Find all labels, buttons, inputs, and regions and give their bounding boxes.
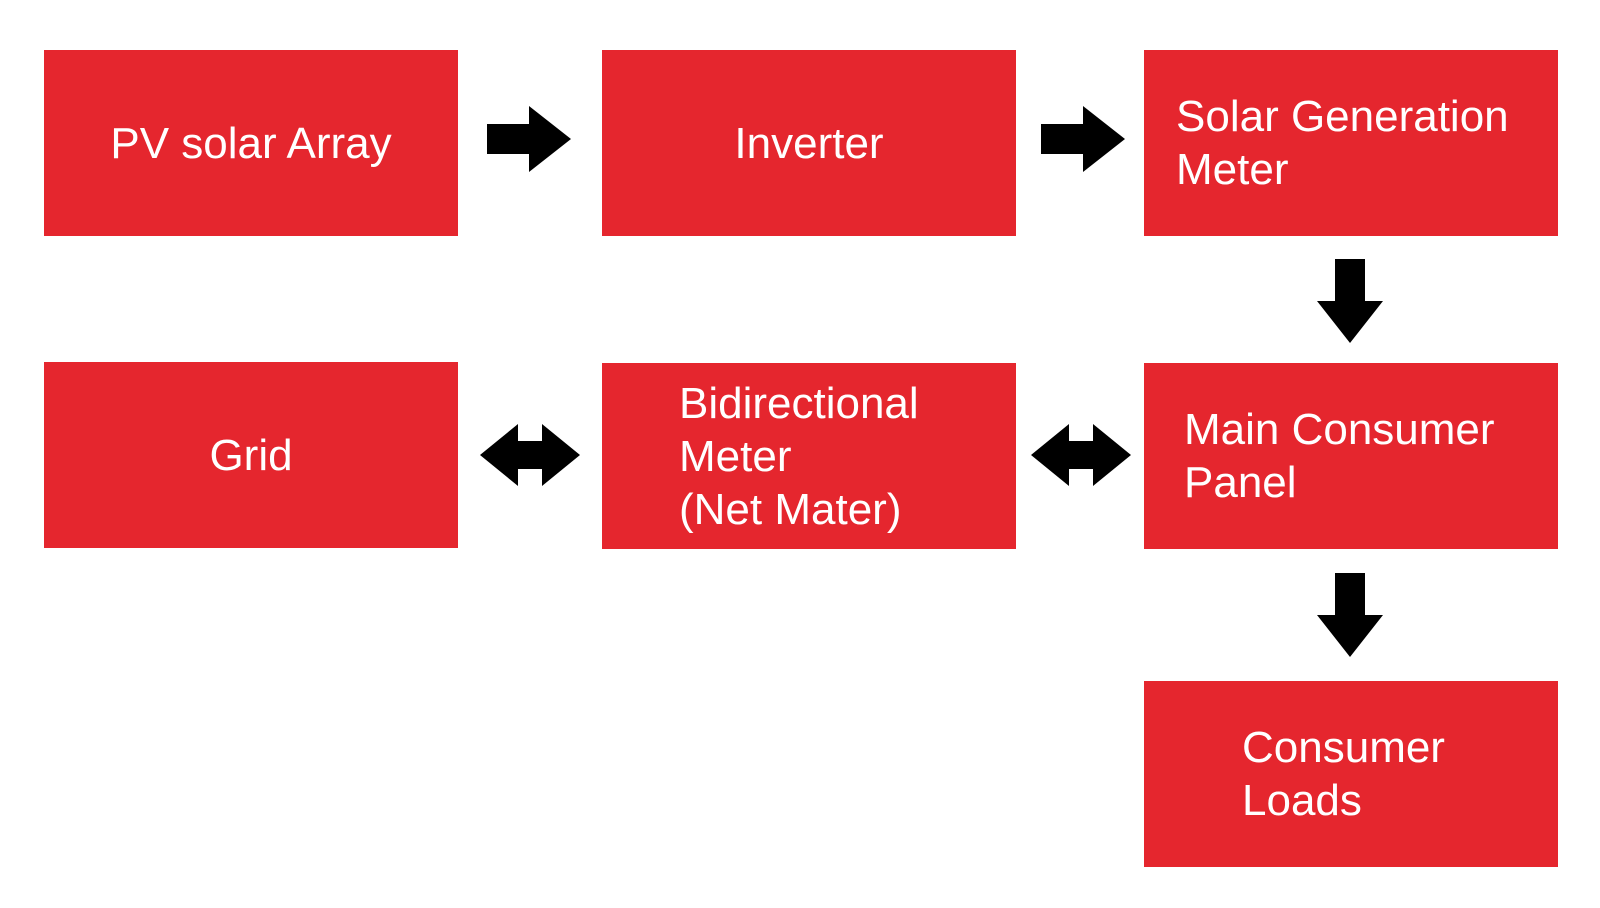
node-label: Solar Generation — [1176, 92, 1509, 141]
arrow-bidirectional-meter-panel — [1031, 424, 1131, 486]
node-label: Main Consumer — [1184, 405, 1495, 454]
arrow-right-pv-to-inverter — [487, 106, 571, 172]
node-grid: Grid — [44, 362, 458, 548]
node-inverter: Inverter — [602, 50, 1016, 236]
node-label: Grid — [209, 430, 293, 480]
node-solar-generation-meter: Solar Generation Meter — [1144, 50, 1558, 236]
double-arrow-icon — [1031, 424, 1131, 486]
down-arrow-icon — [1317, 573, 1383, 657]
node-pv-solar-array: PV solar Array — [44, 50, 458, 236]
node-label: Meter — [1176, 145, 1289, 194]
node-label: Panel — [1184, 458, 1297, 507]
node-label: Loads — [1242, 776, 1362, 825]
arrow-down-panel-to-loads — [1317, 573, 1383, 657]
double-arrow-icon — [480, 424, 580, 486]
arrow-bidirectional-grid-meter — [480, 424, 580, 486]
node-label: (Net Mater) — [679, 484, 902, 534]
right-arrow-icon — [1041, 106, 1125, 172]
node-main-consumer-panel: Main Consumer Panel — [1144, 363, 1558, 549]
node-label: Bidirectional — [679, 378, 919, 428]
down-arrow-icon — [1317, 259, 1383, 343]
node-consumer-loads: Consumer Loads — [1144, 681, 1558, 867]
node-label: Consumer — [1242, 723, 1445, 772]
node-bidirectional-meter: Bidirectional Meter (Net Mater) — [602, 363, 1016, 549]
right-arrow-icon — [487, 106, 571, 172]
node-label: PV solar Array — [110, 118, 392, 168]
node-label: Meter — [679, 431, 792, 481]
arrow-right-inverter-to-meter — [1041, 106, 1125, 172]
node-label: Inverter — [734, 118, 884, 168]
arrow-down-meter-to-panel — [1317, 259, 1383, 343]
